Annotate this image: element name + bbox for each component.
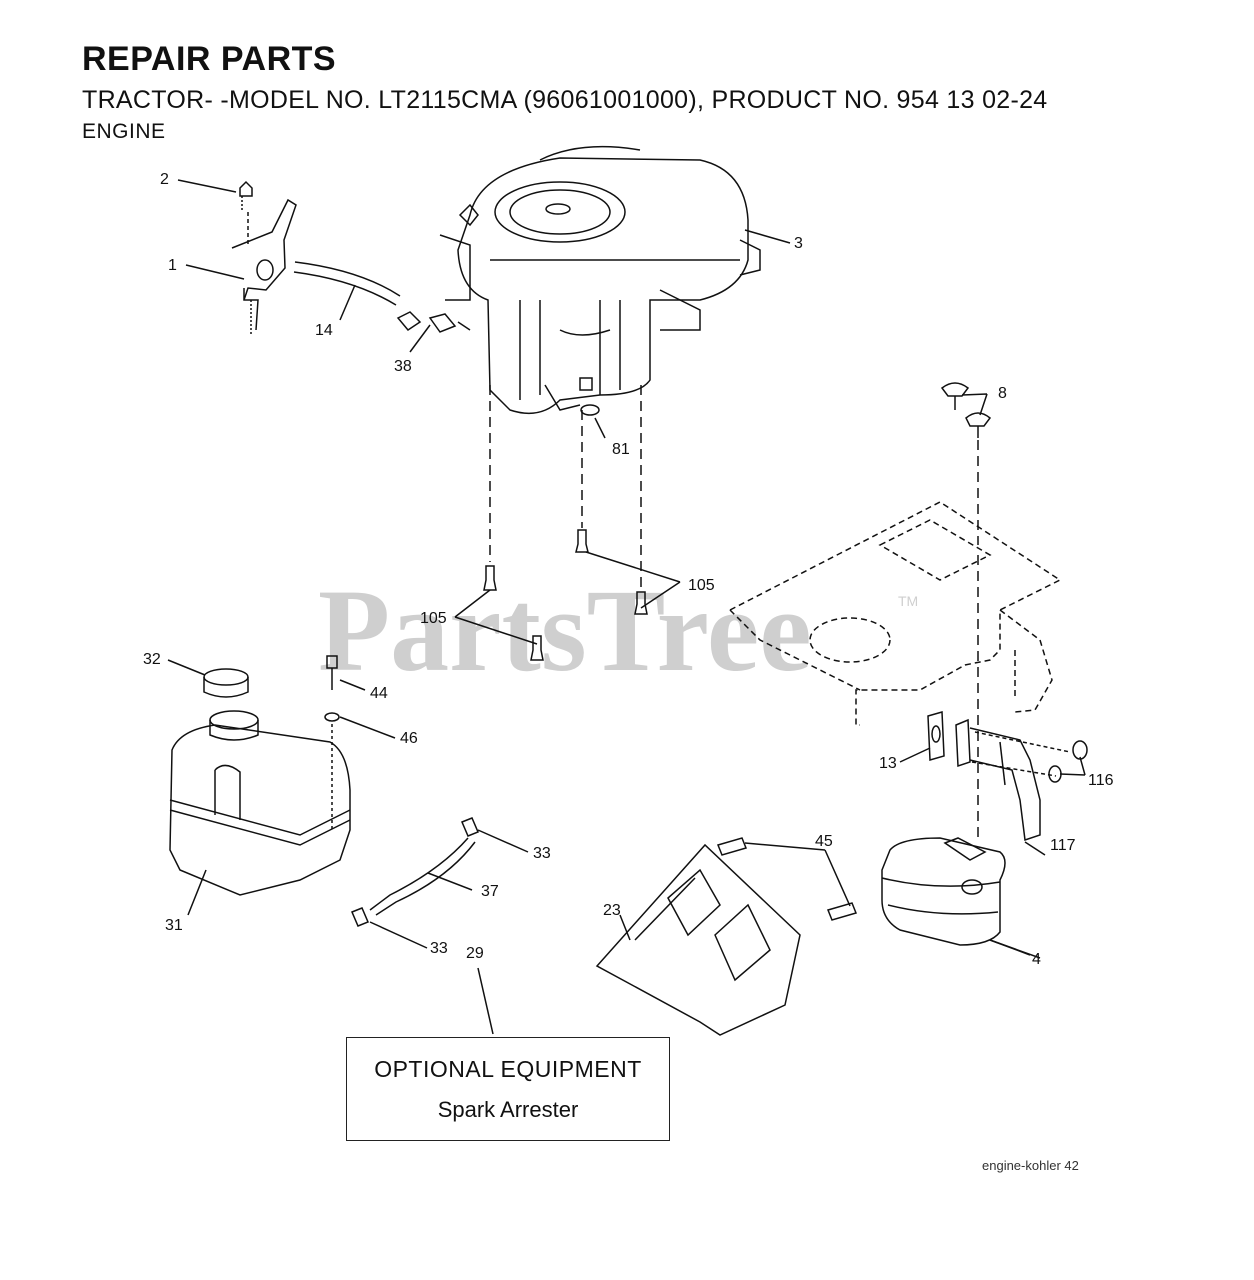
fuel-fitting-38 <box>396 311 471 333</box>
fuel-cap-32 <box>203 668 249 698</box>
tractor-frame <box>729 501 1062 726</box>
knob-screws-8 <box>940 382 992 840</box>
callout-33-bottom: 33 <box>430 940 448 957</box>
callout-37: 37 <box>481 883 499 900</box>
engine-assembly <box>439 145 761 415</box>
callout-32: 32 <box>143 651 161 668</box>
fuel-hose-37 <box>351 817 479 927</box>
callout-44: 44 <box>370 685 388 702</box>
leader-105-right <box>585 551 681 609</box>
callout-14: 14 <box>315 322 333 339</box>
heat-shield-23 <box>595 837 858 1036</box>
callout-8: 8 <box>998 385 1007 402</box>
model-subtitle: TRACTOR- -MODEL NO. LT2115CMA (960610010… <box>82 86 1048 114</box>
callout-29: 29 <box>466 945 484 962</box>
callout-4: 4 <box>1032 951 1041 968</box>
leader-45 <box>744 842 851 907</box>
callout-38: 38 <box>394 358 412 375</box>
callout-105-right: 105 <box>688 577 715 594</box>
callout-23: 23 <box>603 902 621 919</box>
section-label: ENGINE <box>82 120 166 143</box>
tank-screw-44 <box>324 655 340 830</box>
callout-116: 116 <box>1088 772 1114 789</box>
callout-1: 1 <box>168 257 177 274</box>
callout-45: 45 <box>815 833 833 850</box>
optional-equipment-heading: OPTIONAL EQUIPMENT <box>374 1056 642 1082</box>
fuel-tank-31 <box>169 710 351 896</box>
watermark-tm: TM <box>898 593 918 609</box>
watermark-text: PartsTree <box>318 565 812 696</box>
callout-81: 81 <box>612 441 630 458</box>
fuel-line-14 <box>293 261 401 306</box>
callout-13: 13 <box>879 755 897 772</box>
page-reference: engine-kohler 42 <box>982 1158 1079 1173</box>
callout-3: 3 <box>794 235 803 252</box>
muffler <box>881 837 1006 946</box>
exhaust-pipe <box>927 711 1088 842</box>
engine-mount-bolts <box>483 377 648 661</box>
callout-33-top: 33 <box>533 845 551 862</box>
optional-equipment-item: Spark Arrester <box>437 1097 579 1122</box>
callout-117: 117 <box>1050 837 1076 854</box>
callout-31: 31 <box>165 917 183 934</box>
optional-equipment-box: OPTIONAL EQUIPMENT Spark Arrester <box>346 1037 670 1141</box>
page-title: REPAIR PARTS <box>82 40 337 78</box>
leader-105-left <box>454 589 538 645</box>
callout-105-left: 105 <box>420 610 447 627</box>
callout-46: 46 <box>400 730 418 747</box>
throttle-bracket <box>231 180 297 335</box>
callout-2: 2 <box>160 171 169 188</box>
